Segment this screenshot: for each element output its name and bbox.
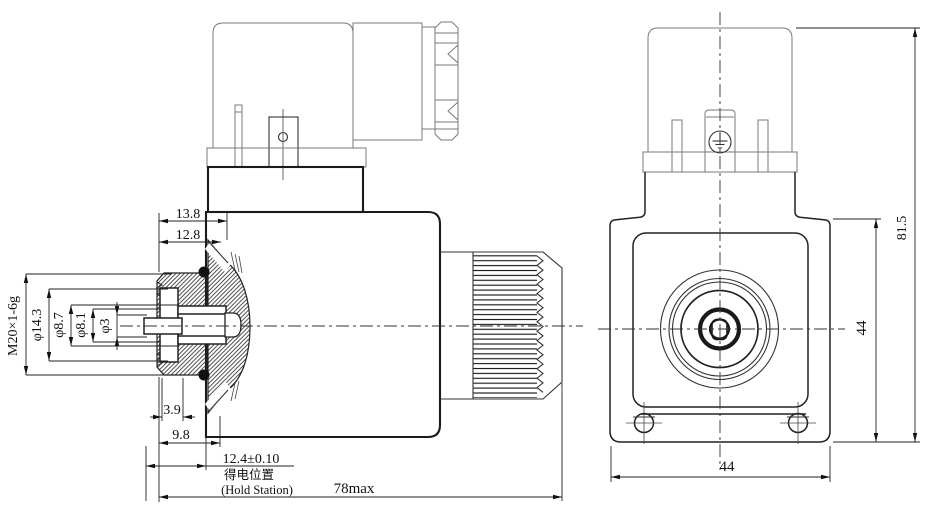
dim-label-hold-zh: 得电位置 (224, 467, 274, 482)
dim-9-8: 9.8 (158, 377, 221, 502)
foot-right (780, 402, 816, 444)
dim-label-13-8: 13.8 (176, 207, 201, 222)
dim-12-8: 12.8 (159, 228, 221, 245)
dim-dia-8-7: φ8.7 (52, 304, 179, 347)
right-dimensions: 44 44 81.5 (610, 27, 920, 482)
dim-3-9: 3.9 (150, 378, 195, 421)
armature-bore (224, 312, 242, 338)
connector-extension (352, 22, 423, 141)
cable-gland-nut (434, 21, 459, 141)
dim-label-hold-value: 12.4±0.10 (223, 452, 280, 467)
din-connector-body (212, 22, 354, 149)
connector-bracket (268, 109, 299, 180)
dim-label-dia-3: φ3 (98, 318, 113, 333)
manual-override-knob (440, 251, 563, 400)
dim-44-width: 44 (610, 446, 831, 482)
o-ring-top (198, 266, 210, 278)
dim-dia-8-1: φ8.1 (74, 308, 161, 343)
foot-left (626, 402, 662, 444)
body-front-outline (609, 172, 831, 443)
connector-pin (234, 104, 243, 168)
pin-left (671, 119, 683, 173)
dim-label-thread: M20×1-6g (6, 296, 21, 356)
dim-label-44-width: 44 (720, 459, 736, 475)
left-view (120, 21, 583, 439)
dim-label-78max: 78max (334, 481, 375, 497)
dim-78max: 78max (159, 383, 563, 501)
coil-top-block (206, 165, 365, 214)
dim-hold-station: 12.4±0.10 得电位置 (Hold Station) (145, 438, 294, 501)
knurl-serration (536, 255, 544, 393)
dim-44-height: 44 (833, 218, 920, 443)
ground-symbol-circle (708, 130, 732, 154)
left-dimensions: 13.8 12.8 M20×1-6g φ14.3 φ8.7 (6, 207, 563, 502)
dim-label-dia-8-7: φ8.7 (52, 312, 67, 338)
hex-socket (711, 318, 728, 341)
dim-81-5: 81.5 (796, 27, 920, 442)
dim-label-81-5: 81.5 (895, 216, 910, 241)
din-connector-front (647, 27, 793, 153)
dim-thread: M20×1-6g (6, 273, 172, 376)
cross-section (143, 238, 251, 415)
dim-label-dia-8-1: φ8.1 (74, 312, 89, 338)
coil-body (204, 210, 442, 439)
dim-dia-3: φ3 (98, 302, 147, 350)
dim-label-hold-en: (Hold Station) (221, 483, 293, 497)
dim-label-12-8: 12.8 (176, 228, 201, 243)
armature-tube (177, 305, 227, 345)
pin-right (757, 119, 769, 173)
dim-label-44-height: 44 (854, 320, 870, 336)
dim-dia-14-3: φ14.3 (30, 288, 168, 362)
dim-label-3-9: 3.9 (163, 403, 181, 418)
right-view (598, 12, 845, 470)
coil-collar (206, 147, 367, 168)
gland-neck (421, 26, 436, 130)
body-inner-square (632, 232, 809, 408)
dim-label-dia-14-3: φ14.3 (30, 309, 45, 342)
o-ring-bottom (198, 369, 210, 381)
dim-label-9-8: 9.8 (172, 428, 190, 443)
